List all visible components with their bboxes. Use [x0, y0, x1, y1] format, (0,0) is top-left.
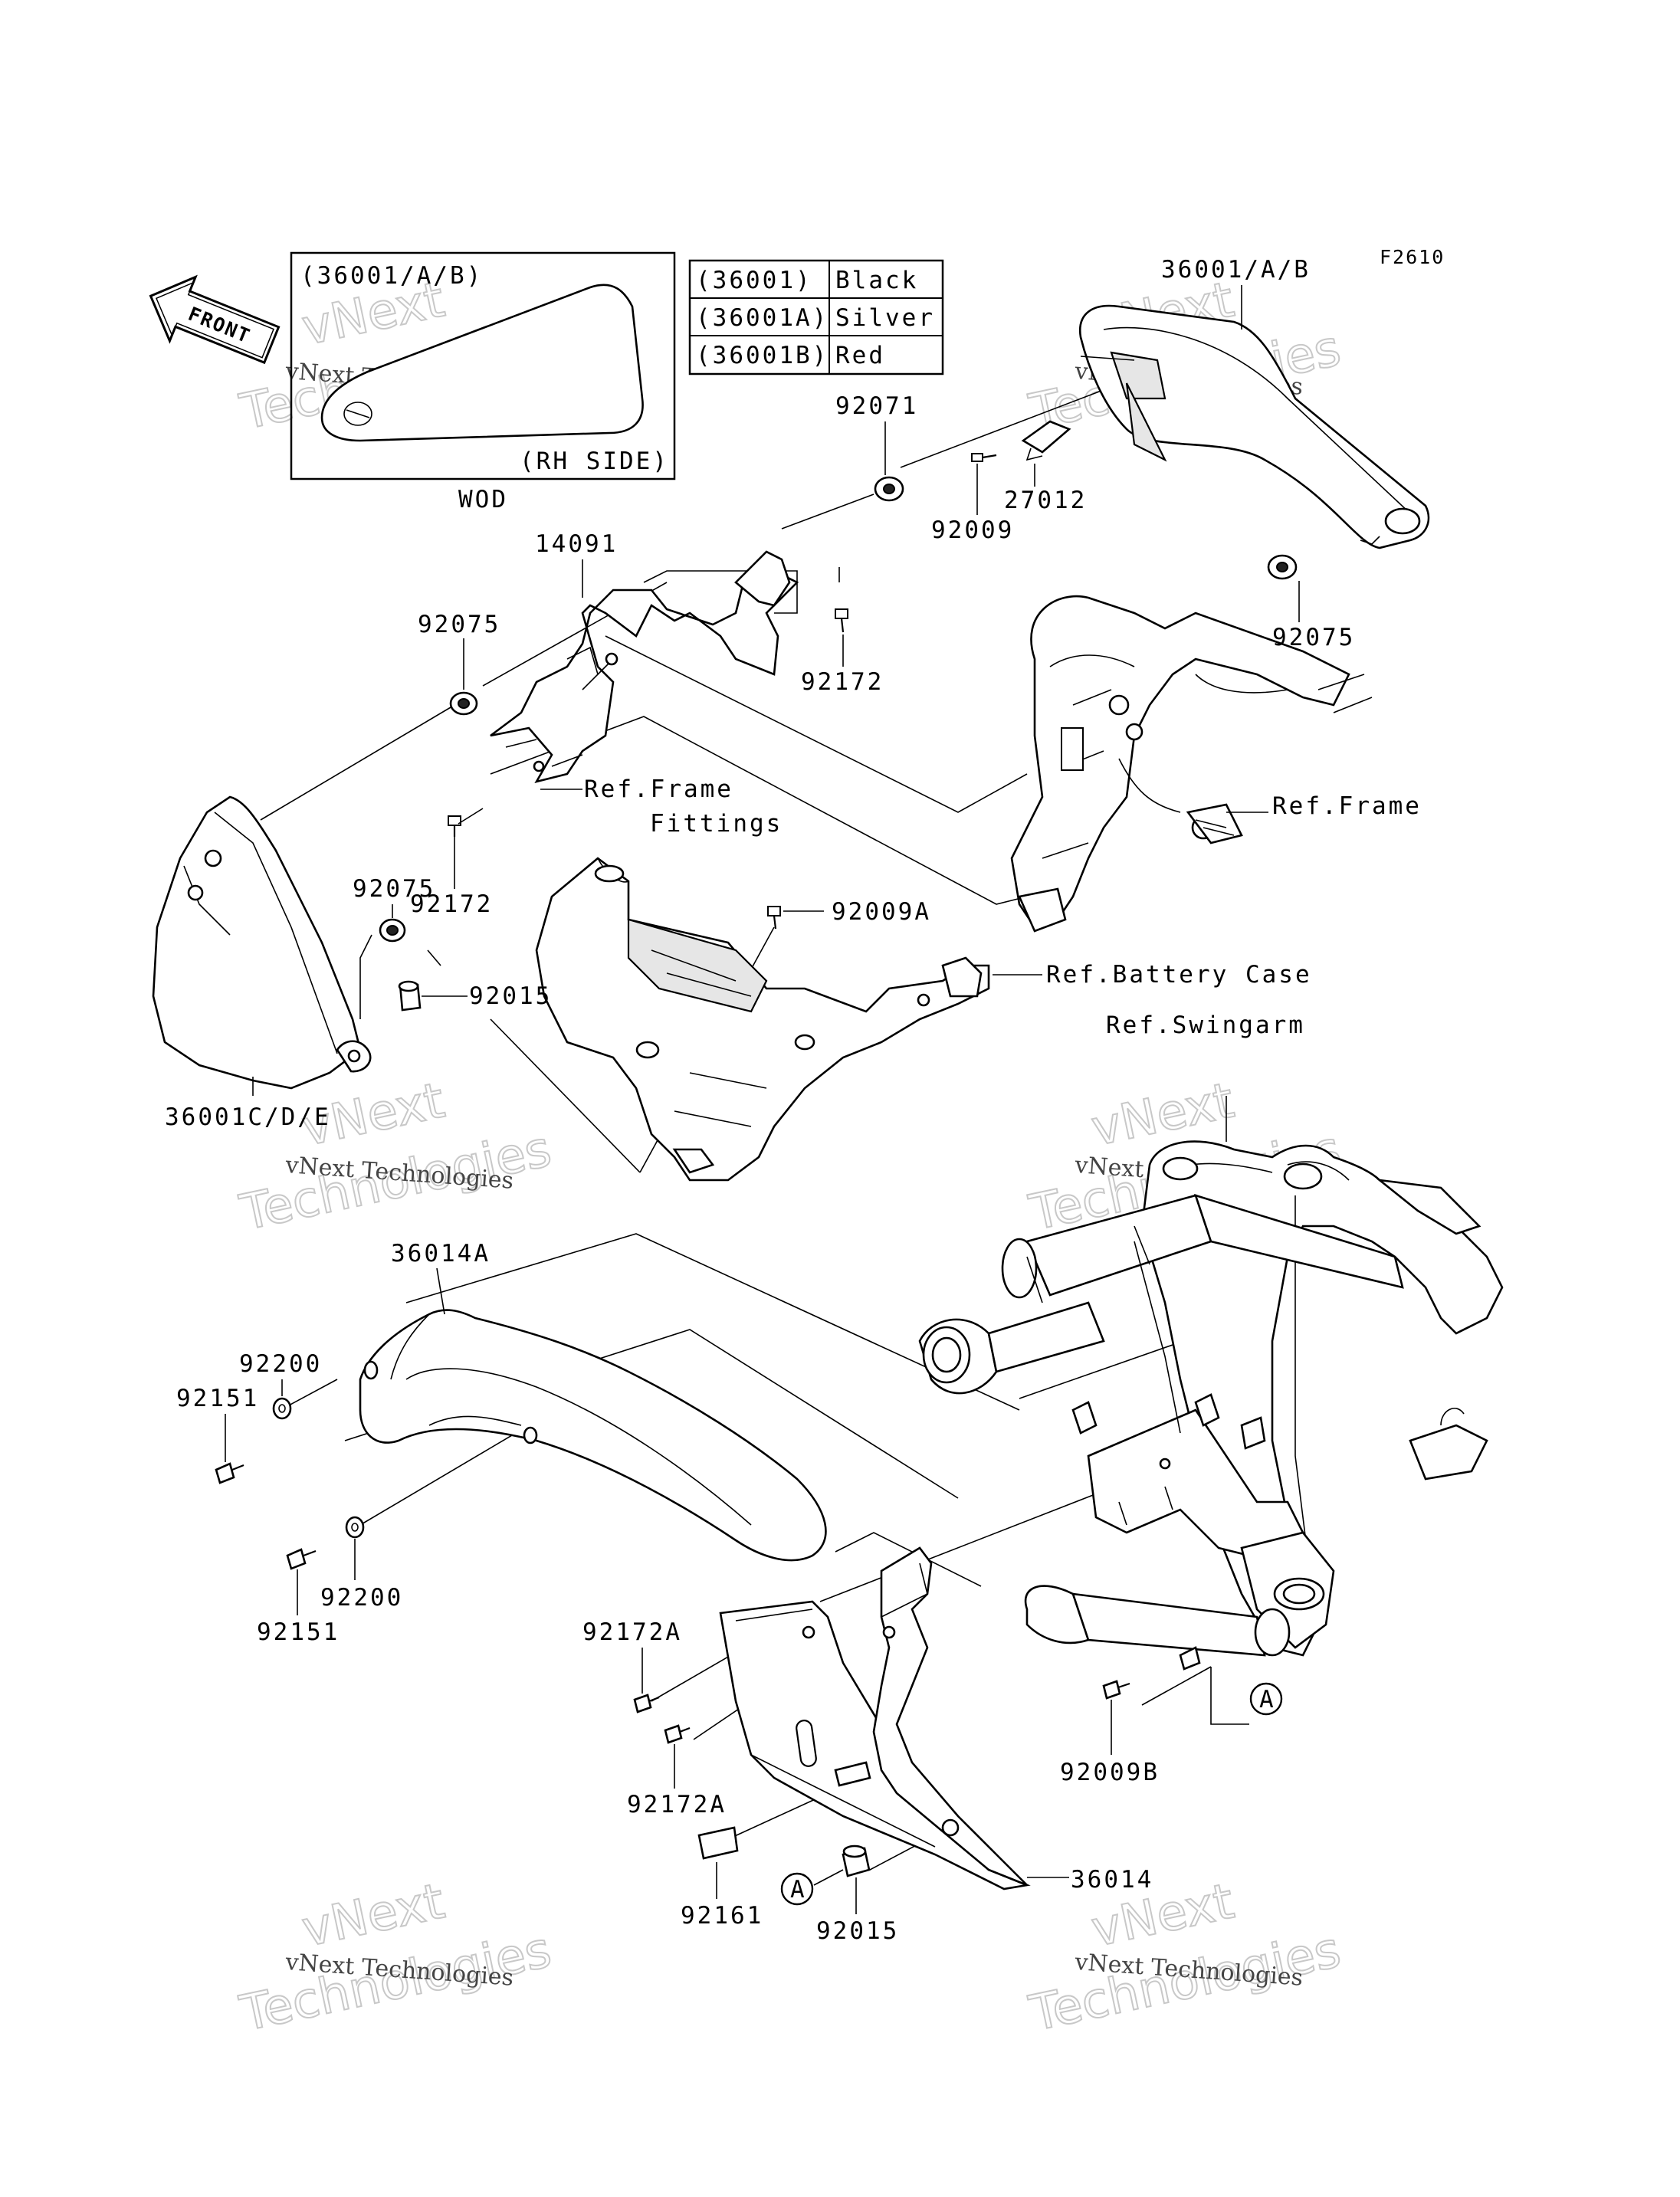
grommet-92075-right	[1267, 554, 1298, 580]
callout-92151-bottom: 92151	[257, 1618, 340, 1646]
collar-92015-bottom	[842, 1844, 871, 1877]
color-name-black: Black	[835, 267, 918, 294]
callout-92200-top: 92200	[239, 1350, 322, 1378]
screw-92172a-bottom	[664, 1724, 691, 1744]
side-cover-36001	[1078, 304, 1430, 549]
callout-92015-top: 92015	[469, 982, 552, 1010]
callout-ref-frame-fittings-2: Fittings	[650, 810, 783, 838]
label-92161	[697, 1826, 739, 1860]
callout-labels: 36001/A/B 92071 92009 27012 92075 14091 …	[165, 256, 1422, 1945]
callout-92071: 92071	[835, 392, 918, 420]
grommet-92075-left	[449, 691, 478, 716]
swingarm-tab	[1179, 1646, 1201, 1671]
watermark-bottom-left: vNext Technologies vNext Technologies	[235, 1872, 557, 2043]
bolt-92151-bottom	[286, 1548, 317, 1570]
callout-36014: 36014	[1071, 1866, 1153, 1894]
callout-36014a: 36014A	[391, 1240, 491, 1267]
washer-92200-top	[272, 1397, 292, 1420]
callout-36001cde: 36001C/D/E	[165, 1103, 331, 1131]
bracket-14091	[490, 550, 799, 784]
watermark-mid-left: vNext Technologies vNext Technologies	[235, 1071, 557, 1242]
color-name-silver: Silver	[835, 304, 935, 332]
callout-ref-frame: Ref.Frame	[1272, 792, 1422, 820]
figure-code: F2610	[1380, 246, 1445, 268]
ref-battery-case	[535, 857, 990, 1182]
callout-92075-left: 92075	[418, 611, 500, 638]
washer-92200-bottom	[345, 1516, 365, 1539]
watermark-bottom-right: vNext Technologies vNext Technologies	[1024, 1872, 1347, 2043]
callout-92172-top: 92172	[801, 668, 884, 696]
color-code-silver: (36001A)	[696, 304, 829, 332]
screw-92172a-top	[633, 1694, 660, 1713]
callout-ref-frame-fittings-1: Ref.Frame	[584, 776, 733, 803]
callout-92172-mid: 92172	[410, 890, 493, 918]
callout-14091: 14091	[535, 530, 618, 558]
callout-92075-mid: 92075	[353, 875, 435, 903]
ref-swingarm	[918, 1140, 1504, 1657]
svg-text:A: A	[790, 1876, 807, 1904]
screw-92009-top	[971, 453, 997, 462]
chain-guard-36014	[719, 1546, 1031, 1890]
callout-92161: 92161	[681, 1902, 763, 1930]
callout-92015-bottom: 92015	[816, 1917, 899, 1945]
callout-92151-top: 92151	[176, 1385, 259, 1412]
grommet-92075-mid	[379, 918, 406, 943]
color-name-red: Red	[835, 342, 885, 369]
leader-92075-mid	[359, 934, 372, 1019]
callout-92200-bottom: 92200	[320, 1584, 403, 1612]
side-cover-36001cde	[152, 795, 372, 1090]
ref-frame	[1010, 595, 1373, 933]
front-arrow-icon: FRONT	[149, 274, 281, 365]
callout-92009b: 92009B	[1060, 1759, 1160, 1786]
leader-92172-mid	[458, 808, 484, 825]
grommet-92071	[874, 476, 904, 502]
chain-cover-36014a	[359, 1309, 827, 1562]
color-table: (36001) Black (36001A) Silver (36001B) R…	[688, 259, 944, 375]
callout-ref-battery-case: Ref.Battery Case	[1046, 961, 1312, 989]
color-code-red: (36001B)	[696, 342, 829, 369]
callout-92172a-bottom: 92172A	[627, 1791, 727, 1818]
screw-92009b	[1102, 1680, 1130, 1700]
svg-text:A: A	[1259, 1686, 1276, 1713]
screw-92172-mid	[448, 815, 461, 837]
inset-title: (36001/A/B)	[300, 262, 483, 290]
marker-a-left: A	[780, 1872, 814, 1906]
leader-marker-a-right	[1210, 1667, 1249, 1725]
label-leaders	[225, 285, 1300, 1914]
inset-side-cover	[320, 284, 644, 442]
callout-ref-swingarm: Ref.Swingarm	[1106, 1012, 1305, 1039]
inset-side-label: (RH SIDE)	[520, 448, 669, 475]
leader-marker-a-left	[813, 1869, 844, 1886]
inset-caption: WOD	[458, 486, 508, 513]
part-27012-plate	[1021, 420, 1071, 461]
svg-text:vNext: vNext	[297, 1873, 449, 1958]
callout-92009-top: 92009	[931, 516, 1014, 544]
inset-box: (36001/A/B) (RH SIDE)	[290, 251, 676, 480]
callout-92075-right: 92075	[1272, 624, 1355, 651]
collar-92015-top	[398, 980, 422, 1012]
callout-92172a-top: 92172A	[582, 1618, 682, 1646]
callout-36001-ab: 36001/A/B	[1161, 256, 1311, 284]
leader-92015-ref	[427, 949, 441, 966]
callout-92009a: 92009A	[832, 898, 931, 926]
marker-a-right: A	[1249, 1682, 1283, 1716]
color-code-black: (36001)	[696, 267, 812, 294]
callout-27012: 27012	[1004, 487, 1087, 514]
screw-92009a	[767, 906, 781, 930]
screw-92172-top	[835, 608, 848, 633]
bolt-92151-top	[215, 1462, 244, 1484]
